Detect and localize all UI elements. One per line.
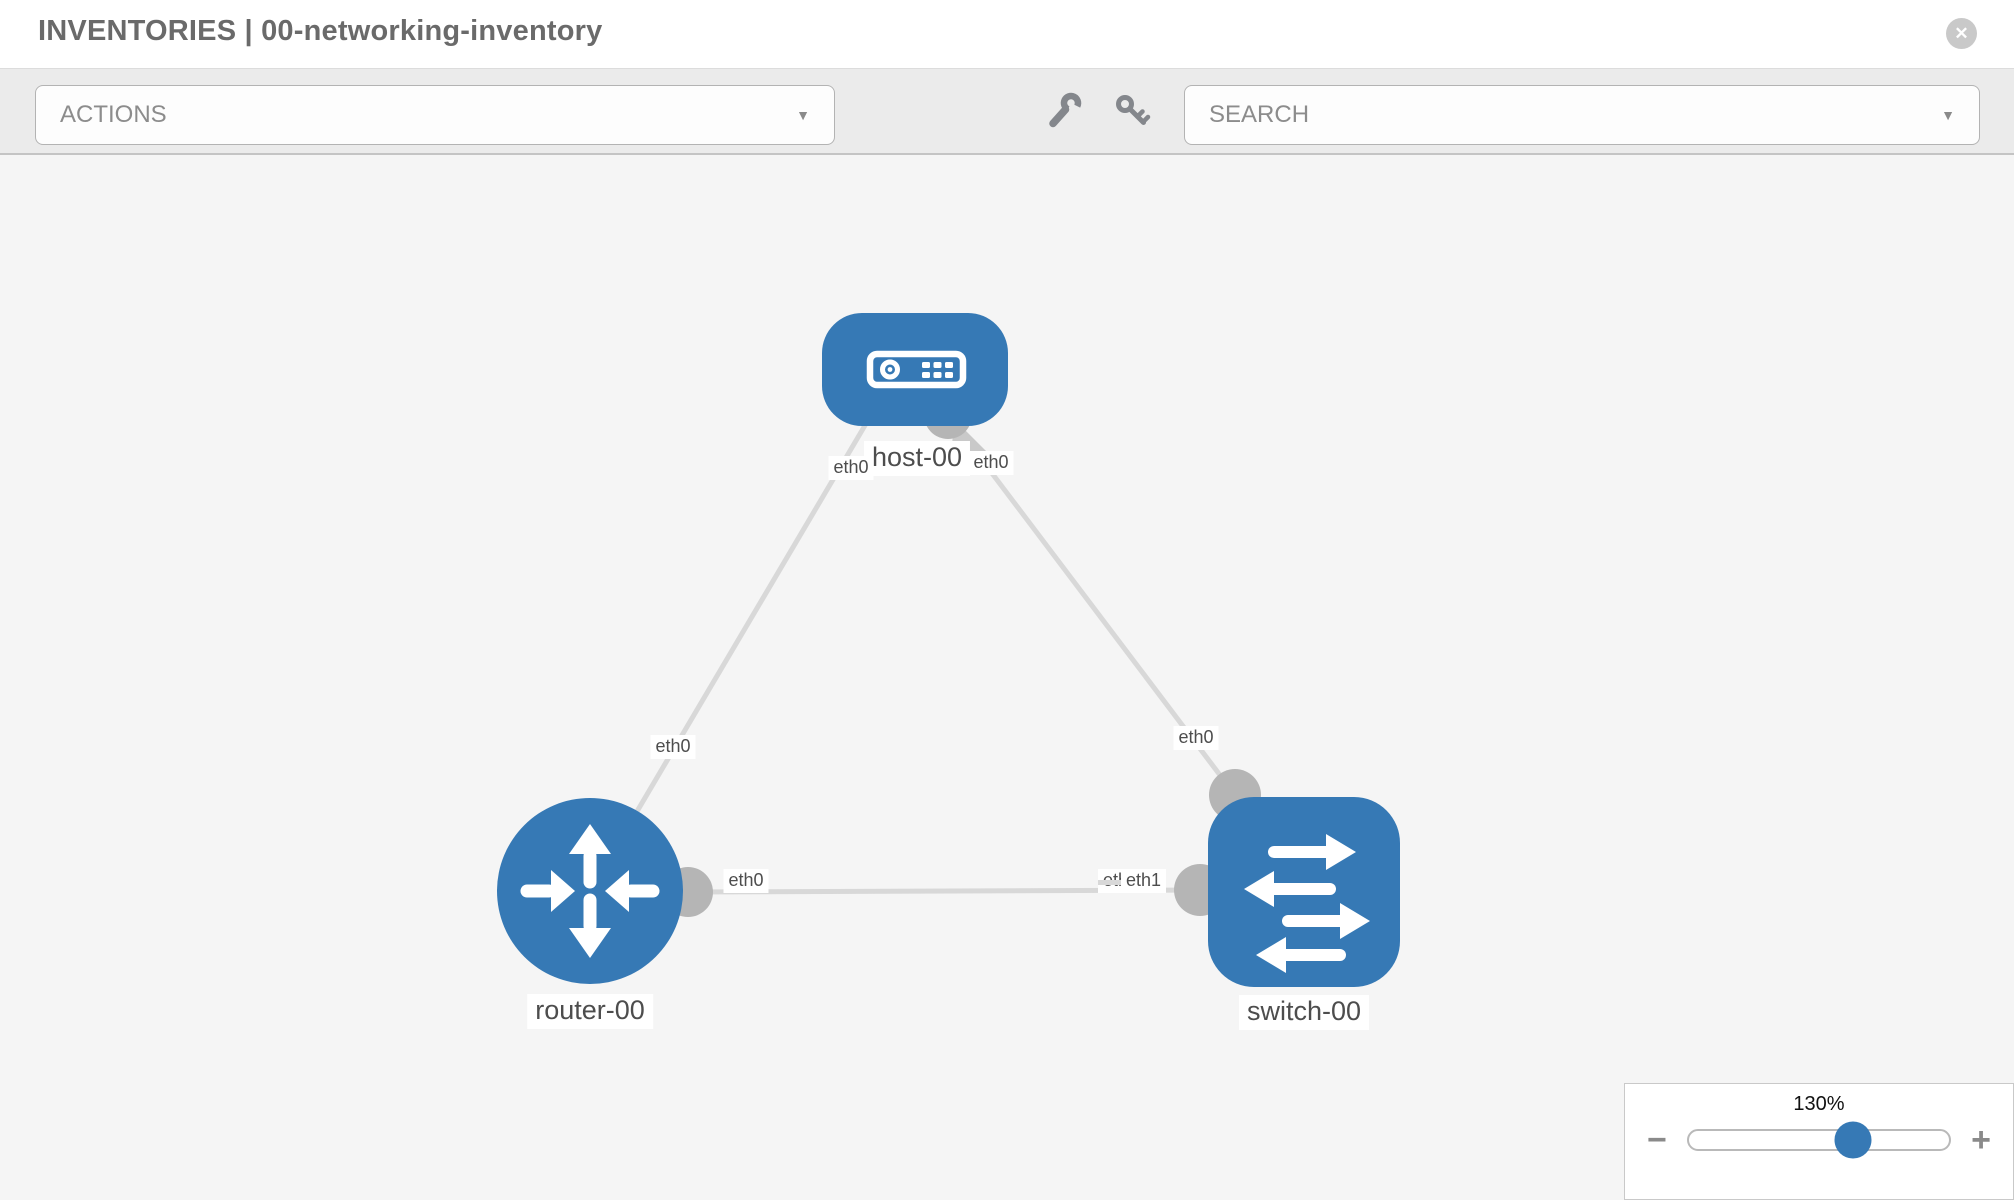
actions-dropdown-label: ACTIONS xyxy=(60,101,167,128)
key-icon[interactable] xyxy=(1112,91,1154,133)
wrench-icon[interactable] xyxy=(1044,91,1086,133)
interface-label-router-top: eth0 xyxy=(650,735,696,759)
node-router[interactable] xyxy=(497,798,683,984)
node-label-switch[interactable]: switch-00 xyxy=(1238,995,1370,1030)
search-dropdown[interactable]: SEARCH ▼ xyxy=(1184,85,1980,145)
page-title: INVENTORIES | 00-networking-inventory xyxy=(38,15,603,47)
link-router-host[interactable] xyxy=(587,398,883,893)
actions-dropdown[interactable]: ACTIONS ▼ xyxy=(35,85,835,145)
zoom-out-minus-icon[interactable]: − xyxy=(1647,1121,1667,1159)
interface-label-switch-top: eth0 xyxy=(1173,726,1219,750)
close-icon[interactable]: ✕ xyxy=(1946,18,1977,49)
zoom-slider-knob[interactable] xyxy=(1834,1121,1872,1159)
node-host[interactable] xyxy=(822,313,1008,426)
router-arrows-icon xyxy=(520,824,660,958)
zoom-in-plus-icon[interactable]: + xyxy=(1971,1121,1991,1159)
node-switch[interactable] xyxy=(1208,797,1400,987)
toolbar: ACTIONS ▼ SEARCH ▼ xyxy=(0,68,2014,155)
node-label-router[interactable]: router-00 xyxy=(527,994,653,1029)
interface-label-mid-switch-front: eth1 xyxy=(1121,869,1167,893)
search-dropdown-label: SEARCH xyxy=(1209,101,1310,128)
zoom-slider-track[interactable] xyxy=(1686,1121,1952,1159)
chevron-down-icon: ▼ xyxy=(796,107,810,123)
panel-header: INVENTORIES | 00-networking-inventory ✕ xyxy=(0,0,2014,68)
switch-arrows-icon xyxy=(1244,834,1370,973)
interface-label-mid-router: eth0 xyxy=(723,869,769,893)
node-label-host[interactable]: host-00 xyxy=(863,441,971,476)
zoom-control-panel: 130% − + xyxy=(1624,1083,2014,1200)
interface-label-host-right: eth0 xyxy=(968,451,1014,475)
interface-label-host-left: eth0 xyxy=(828,456,874,480)
zoom-level-value: 130% xyxy=(1793,1093,1845,1115)
topology-canvas[interactable]: host-00 router-00 switch-00 eth0 eth0 et… xyxy=(0,155,2014,1200)
host-device-icon xyxy=(866,350,967,389)
chevron-down-icon: ▼ xyxy=(1941,107,1955,123)
